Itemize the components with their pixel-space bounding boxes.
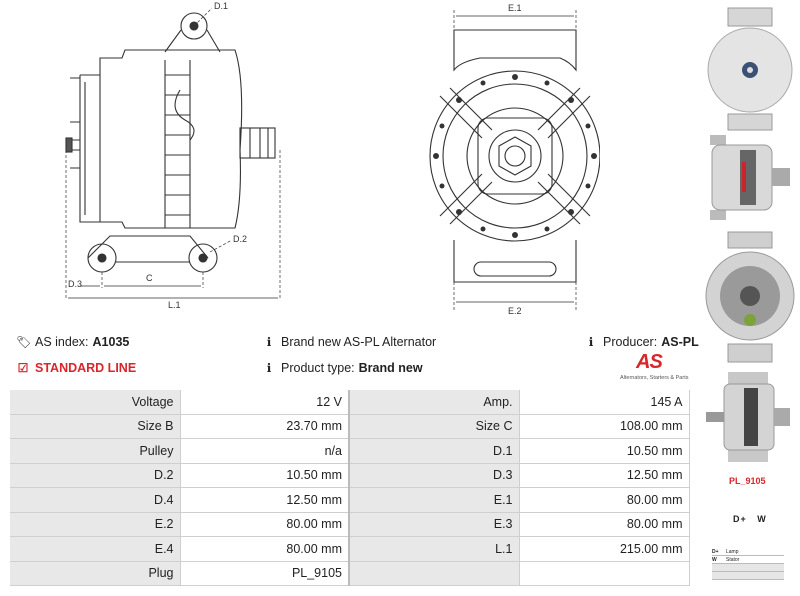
spec-value: 80.00 mm bbox=[519, 512, 690, 537]
spec-label bbox=[349, 561, 520, 586]
photo-rear-view bbox=[707, 7, 793, 131]
spec-label: D.1 bbox=[349, 438, 520, 464]
legend-row: D+ Lamp bbox=[712, 548, 784, 556]
spec-value: 80.00 mm bbox=[180, 536, 350, 562]
label-d2: D.2 bbox=[233, 234, 247, 244]
spec-value: 23.70 mm bbox=[180, 414, 350, 439]
legend-desc: Lamp bbox=[726, 548, 739, 555]
legend-empty-row bbox=[712, 572, 784, 580]
label-e2: E.2 bbox=[508, 306, 522, 316]
legend-desc: Stator bbox=[726, 556, 740, 563]
spec-value: 12.50 mm bbox=[180, 487, 350, 513]
product-type-value: Brand new bbox=[358, 361, 423, 375]
as-logo: AS Alternators, Starters & Parts bbox=[608, 351, 698, 385]
terminal-legend: D+ Lamp W Stator bbox=[712, 548, 784, 580]
info-icon: ℹ︎ bbox=[266, 335, 272, 349]
checkbox-icon: ☑ bbox=[17, 361, 29, 375]
spec-value bbox=[519, 561, 690, 586]
spec-value: 12.50 mm bbox=[519, 463, 690, 488]
technical-drawing: D.1 D.2 D.3 C L.1 E.1 E.2 bbox=[65, 1, 600, 316]
plug-code: PL_9105 bbox=[729, 476, 766, 486]
brand-new-label: Brand new AS-PL Alternator bbox=[281, 335, 437, 349]
spec-label: D.3 bbox=[349, 463, 520, 488]
spec-label: E.4 bbox=[10, 536, 181, 562]
logo-mark: AS bbox=[636, 351, 663, 373]
product-info: 🏷︎ AS index: A1035 ☑ STANDARD LINE ℹ︎ Br… bbox=[10, 330, 699, 390]
spec-value: 10.50 mm bbox=[519, 438, 690, 464]
spec-value: PL_9105 bbox=[180, 561, 350, 586]
label-l1: L.1 bbox=[168, 300, 181, 310]
info-icon: ℹ︎ bbox=[588, 335, 594, 349]
legend-row: W Stator bbox=[712, 556, 784, 564]
product-type: ℹ︎ Product type: Brand new bbox=[262, 361, 423, 375]
standard-line: ☑ STANDARD LINE bbox=[16, 361, 137, 375]
logo-tagline: Alternators, Starters & Parts bbox=[620, 375, 689, 381]
label-d3: D.3 bbox=[68, 279, 82, 289]
standard-line-label: STANDARD LINE bbox=[35, 361, 137, 375]
side-view-drawing bbox=[65, 12, 276, 273]
front-view-drawing bbox=[429, 29, 600, 283]
photo-side-view bbox=[710, 135, 790, 220]
brand-new-info: ℹ︎ Brand new AS-PL Alternator bbox=[262, 335, 436, 349]
spec-label: Pulley bbox=[10, 438, 181, 464]
spec-label: E.1 bbox=[349, 487, 520, 513]
legend-code: D+ bbox=[712, 548, 719, 555]
spec-value: 215.00 mm bbox=[519, 536, 690, 562]
spec-value: 145 A bbox=[519, 390, 690, 415]
spec-value: 80.00 mm bbox=[180, 512, 350, 537]
producer-value: AS-PL bbox=[661, 335, 699, 349]
spec-label: E.3 bbox=[349, 512, 520, 537]
spec-value: 10.50 mm bbox=[180, 463, 350, 488]
producer: ℹ︎ Producer: AS-PL bbox=[584, 335, 699, 349]
legend-empty-row bbox=[712, 564, 784, 572]
label-e1: E.1 bbox=[508, 3, 522, 13]
label-d1: D.1 bbox=[214, 1, 228, 11]
spec-label: E.2 bbox=[10, 512, 181, 537]
spec-label: Amp. bbox=[349, 390, 520, 415]
product-photos bbox=[705, 7, 795, 462]
product-type-label: Product type: bbox=[281, 361, 355, 375]
as-index: 🏷︎ AS index: A1035 bbox=[16, 335, 129, 349]
spec-label: Size B bbox=[10, 414, 181, 439]
spec-label: Voltage bbox=[10, 390, 181, 415]
photo-pulley-side bbox=[706, 372, 790, 462]
producer-label: Producer: bbox=[603, 335, 658, 349]
terminal-labels: D+ W bbox=[733, 514, 767, 524]
spec-label: L.1 bbox=[349, 536, 520, 562]
spec-value: n/a bbox=[180, 438, 350, 464]
spec-label: Plug bbox=[10, 561, 181, 586]
spec-value: 80.00 mm bbox=[519, 487, 690, 513]
info-icon: ℹ︎ bbox=[266, 361, 272, 375]
spec-label: Size C bbox=[349, 414, 520, 439]
legend-code: W bbox=[712, 556, 717, 563]
label-c: C bbox=[146, 273, 153, 283]
tag-icon: 🏷︎ bbox=[16, 335, 32, 349]
as-index-value: A1035 bbox=[92, 335, 130, 349]
spec-label: D.4 bbox=[10, 487, 181, 513]
spec-label: D.2 bbox=[10, 463, 181, 488]
spec-value: 108.00 mm bbox=[519, 414, 690, 439]
photo-front-view bbox=[705, 231, 795, 363]
spec-value: 12 V bbox=[180, 390, 350, 415]
as-index-label: AS index: bbox=[35, 335, 89, 349]
